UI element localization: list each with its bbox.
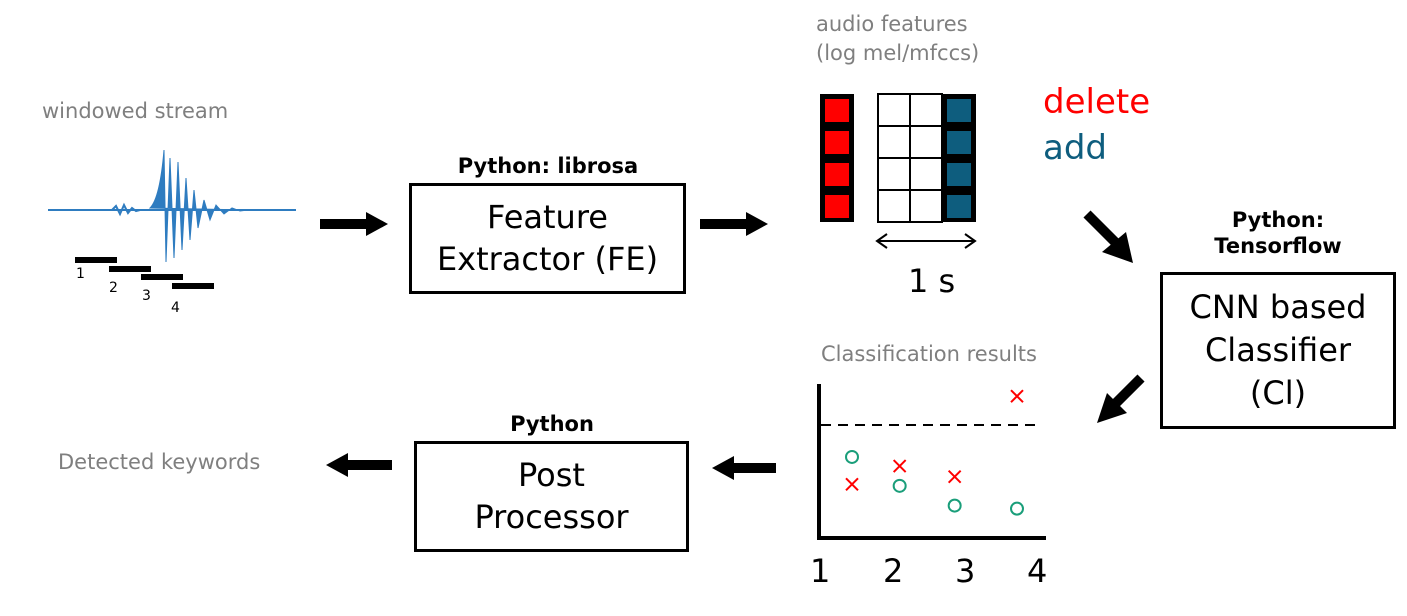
results-title: Classification results — [821, 342, 1037, 366]
duration-arrow — [875, 233, 977, 249]
fe-line1: Feature — [487, 197, 608, 236]
cross-point-4 — [1010, 389, 1024, 403]
window-bar-3 — [141, 274, 183, 280]
features-label-line2: (log mel/mfccs) — [816, 41, 980, 66]
pp-line1: Post — [518, 455, 585, 494]
arrow-results-to-pp — [712, 456, 776, 480]
waveform-icon — [48, 149, 296, 263]
arrow-fe-to-features — [700, 212, 768, 236]
x-tick-4: 4 — [1027, 552, 1048, 590]
window-number-2: 2 — [109, 280, 118, 296]
delete-label: delete — [1043, 82, 1151, 122]
features-label: audio features (log mel/mfccs) — [816, 10, 979, 69]
window-bar-1 — [75, 257, 117, 263]
post-processor-box: Post Processor — [414, 441, 689, 552]
stream-label: windowed stream — [42, 99, 229, 123]
window-bar-4 — [172, 283, 214, 289]
results-chart — [817, 384, 1046, 540]
circle-point-1 — [845, 449, 859, 464]
cross-point-1 — [845, 477, 859, 492]
circle-point-2 — [892, 478, 907, 493]
arrow-ci-to-results — [1097, 374, 1145, 423]
output-label: Detected keywords — [58, 450, 261, 474]
window-number-3: 3 — [142, 288, 151, 304]
pp-line2: Processor — [474, 497, 629, 536]
cross-point-3 — [947, 470, 962, 484]
window-number-1: 1 — [76, 266, 85, 282]
features-label-line1: audio features — [816, 12, 968, 36]
add-frame-column — [942, 94, 976, 222]
x-tick-3: 3 — [955, 552, 976, 590]
arrow-features-to-ci — [1083, 210, 1133, 263]
feature-extractor-box: Feature Extractor (FE) — [409, 183, 686, 294]
delete-frame-column — [820, 94, 854, 222]
circle-point-4 — [1010, 501, 1024, 516]
cross-point-2 — [892, 459, 907, 473]
window-number-4: 4 — [171, 300, 180, 316]
x-tick-1: 1 — [810, 552, 831, 590]
pp-tech-label: Python — [510, 412, 594, 436]
add-label: add — [1043, 128, 1107, 168]
ci-tech-line2: Tensorflow — [1214, 234, 1342, 259]
ci-tech-line1: Python: — [1231, 208, 1325, 232]
ci-line1: CNN based — [1189, 287, 1367, 326]
window-bar-2 — [109, 266, 151, 272]
feature-grid — [877, 93, 943, 223]
fe-line2: Extractor (FE) — [436, 239, 659, 278]
arrow-pp-to-output — [326, 453, 392, 477]
x-tick-2: 2 — [883, 552, 904, 590]
arrow-stream-to-fe — [320, 212, 388, 236]
ci-line3: (Cl) — [1249, 374, 1307, 413]
ci-line2: Classifier — [1204, 330, 1352, 369]
duration-label: 1 s — [908, 262, 956, 300]
cnn-classifier-box: CNN based Classifier (Cl) — [1160, 272, 1396, 429]
fe-tech-label: Python: librosa — [457, 154, 639, 178]
circle-point-3 — [947, 498, 962, 513]
ci-tech-label: Python: Tensorflow — [1160, 207, 1396, 260]
